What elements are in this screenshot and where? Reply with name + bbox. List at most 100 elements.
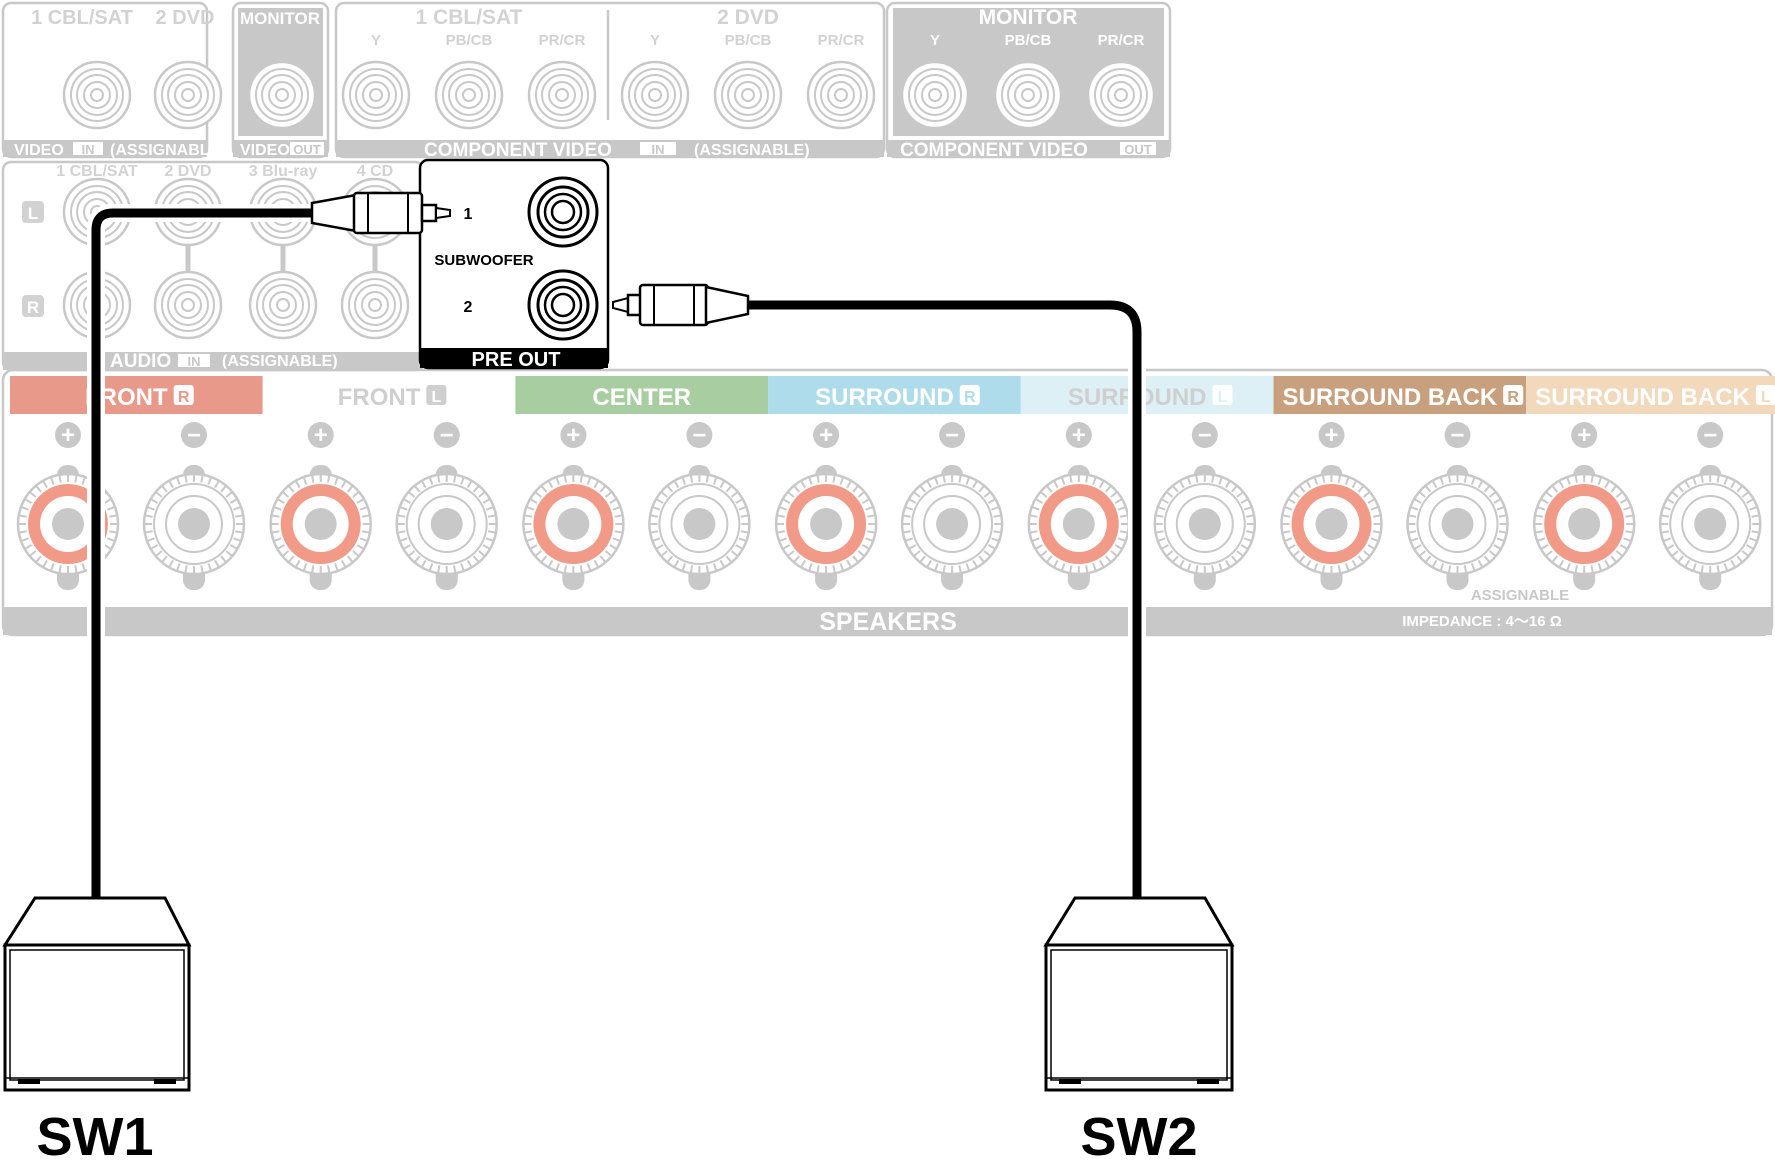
minus-icon: − — [1450, 422, 1464, 449]
audio-in-channel-label: 1 CBL/SAT — [56, 163, 138, 180]
pre-out-panel: PRE OUT SUBWOOFER 1 2 — [418, 158, 610, 371]
speaker-terminal-minus[interactable]: − — [142, 422, 246, 590]
minus-icon: − — [692, 422, 706, 449]
component-out-pr-label: PR/CR — [1098, 32, 1145, 49]
rca-jack-component-out-pb[interactable] — [993, 60, 1063, 130]
audio-in-channel-label: 3 Blu-ray — [249, 163, 318, 180]
in-badge-box — [73, 142, 103, 155]
subwoofer-jack-1-label: 1 — [464, 206, 473, 223]
speaker-terminal-plus[interactable]: + — [774, 422, 878, 590]
minus-icon: − — [945, 422, 959, 449]
rca-jack-video-in-2[interactable] — [153, 60, 223, 130]
component-out-pb-label: PB/CB — [1005, 32, 1052, 49]
speaker-group-side: R — [1507, 389, 1519, 406]
video-out-badge: OUT — [293, 142, 321, 157]
speaker-terminal-minus[interactable]: − — [1658, 422, 1762, 590]
speaker-group-name: CENTER — [592, 384, 691, 411]
subwoofer-jack-2[interactable] — [527, 269, 599, 341]
rca-jack-component-in-1-pb[interactable] — [434, 60, 504, 130]
component-in-panel: 1 CBL/SAT 2 DVD Y PB/CB PR/CR Y PB/CB PR… — [334, 1, 886, 161]
assignable-label: ASSIGNABLE — [1471, 587, 1569, 604]
speaker-terminal-plus[interactable]: + — [1027, 422, 1131, 590]
speaker-terminal-minus[interactable]: − — [1153, 422, 1257, 590]
component-in-pr-label: PR/CR — [539, 32, 586, 49]
plus-icon: + — [1072, 422, 1086, 449]
plus-icon: + — [566, 422, 580, 449]
component-in-label: COMPONENT VIDEO — [424, 140, 612, 161]
video-out-channel-label: MONITOR — [240, 9, 320, 28]
speaker-group-name: SURROUND BACK — [1535, 384, 1750, 411]
speaker-group-header: SURROUND BACK L — [1526, 376, 1775, 414]
rca-jack-audio-in-2-r[interactable] — [153, 270, 223, 340]
video-in-label: VIDEO — [14, 142, 64, 159]
rca-jack-component-in-1-y[interactable] — [341, 60, 411, 130]
speaker-group-side: R — [964, 389, 976, 406]
component-in-group-label: 2 DVD — [717, 6, 779, 29]
speaker-terminal-plus[interactable]: + — [1280, 422, 1383, 590]
video-in-panel: 1 CBL/SAT 2 DVD VIDEO IN (ASSIGNABLE) — [1, 1, 226, 159]
rca-jack-component-in-2-y[interactable] — [620, 60, 690, 130]
speaker-terminal-plus[interactable]: + — [269, 422, 372, 590]
video-out-label: VIDEO — [240, 142, 290, 159]
component-in-y-label: Y — [371, 32, 381, 49]
minus-icon: − — [1198, 422, 1212, 449]
speaker-terminals: +−+−+−+−+−+−+− — [16, 422, 1762, 590]
pre-out-title: PRE OUT — [472, 349, 561, 371]
component-in-pr-label: PR/CR — [818, 32, 865, 49]
video-in-channel-label: 1 CBL/SAT — [31, 7, 133, 29]
subwoofer-sw2: SW2 — [1043, 896, 1235, 1167]
sw1-label: SW1 — [36, 1107, 153, 1167]
rca-jack-component-out-y[interactable] — [900, 60, 970, 130]
speaker-terminal-minus[interactable]: − — [900, 422, 1004, 590]
component-in-badge: IN — [652, 142, 665, 157]
rca-jack-component-out-pr[interactable] — [1086, 60, 1156, 130]
video-in-channel-label: 2 DVD — [156, 7, 215, 29]
rca-jack-audio-in-3-r[interactable] — [248, 270, 318, 340]
speaker-group-side: L — [431, 389, 441, 406]
speaker-group-side: L — [1218, 389, 1228, 406]
component-out-label: COMPONENT VIDEO — [900, 140, 1088, 161]
audio-in-channel-label: 4 CD — [357, 163, 393, 180]
speaker-terminal-minus[interactable]: − — [395, 422, 498, 590]
speaker-group-side: R — [178, 389, 190, 406]
plus-icon: + — [1324, 422, 1338, 449]
component-out-group-label: MONITOR — [979, 6, 1078, 29]
component-out-badge: OUT — [1124, 142, 1152, 157]
speaker-group-header: CENTER — [515, 376, 769, 414]
minus-icon: − — [440, 422, 454, 449]
rca-plug-2 — [612, 283, 750, 327]
video-in-badge: IN — [82, 142, 95, 157]
speaker-terminal-minus[interactable]: − — [648, 422, 751, 590]
audio-in-badge: IN — [188, 354, 201, 369]
plus-icon: + — [1577, 422, 1591, 449]
rca-jack-video-in-1[interactable] — [62, 60, 132, 130]
speakers-title: SPEAKERS — [819, 608, 957, 636]
component-in-pb-label: PB/CB — [725, 32, 772, 49]
audio-in-assignable: (ASSIGNABLE) — [222, 353, 338, 370]
audio-in-right-label: R — [27, 298, 39, 317]
rca-jack-component-in-2-pb[interactable] — [713, 60, 783, 130]
rca-jack-audio-in-4-r[interactable] — [340, 270, 410, 340]
rca-jack-component-in-2-pr[interactable] — [806, 60, 876, 130]
rca-jack-component-in-1-pr[interactable] — [527, 60, 597, 130]
subwoofer-sw1: SW1 — [2, 896, 192, 1167]
component-in-assignable: (ASSIGNABLE) — [694, 142, 810, 159]
speaker-terminal-plus[interactable]: + — [1532, 422, 1636, 590]
speaker-group-side: L — [1761, 389, 1771, 406]
speaker-group-name: SURROUND BACK — [1283, 384, 1498, 411]
speaker-terminal-plus[interactable]: + — [522, 422, 625, 590]
minus-icon: − — [187, 422, 201, 449]
speaker-terminal-minus[interactable]: − — [1406, 422, 1509, 590]
subwoofer-jack-1[interactable] — [527, 176, 599, 248]
minus-icon: − — [1703, 422, 1717, 449]
rca-jack-video-out-monitor[interactable] — [247, 60, 317, 130]
component-in-pb-label: PB/CB — [446, 32, 493, 49]
